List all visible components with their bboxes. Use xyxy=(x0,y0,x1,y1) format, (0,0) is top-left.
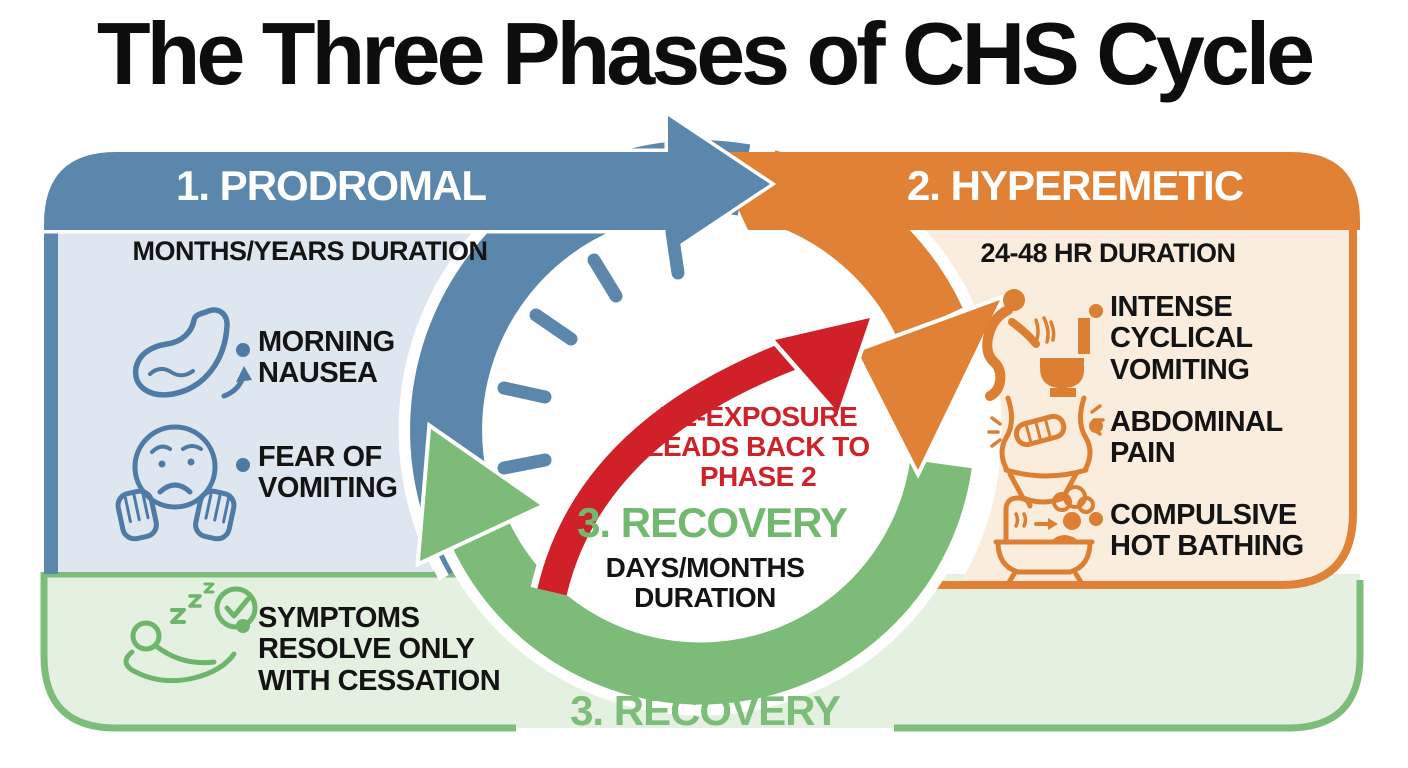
recovery-symptom-resolve: SYMPTOMS RESOLVE ONLY WITH CESSATION xyxy=(258,602,501,697)
hyperemetic-header-band xyxy=(712,152,1360,230)
hyperemetic-panel xyxy=(924,228,1353,585)
prodromal-panel xyxy=(58,228,476,572)
prodromal-symptom-morning-nausea: MORNING NAUSEA xyxy=(258,326,395,390)
worried-face-icon xyxy=(115,424,237,542)
stomach-icon xyxy=(132,307,252,399)
bullet-dot xyxy=(236,458,250,472)
page-title: The Three Phases of CHS Cycle xyxy=(96,4,1315,103)
reexposure-note: RE-EXPOSURE LEADS BACK TO PHASE 2 xyxy=(646,401,870,493)
prodromal-symptom-fear-of-vomiting: FEAR OF VOMITING xyxy=(258,441,398,505)
recovery-bottom-label: 3. RECOVERY xyxy=(570,687,841,734)
hyperemetic-symptom-vomiting: INTENSE CYCLICAL VOMITING xyxy=(1110,291,1253,386)
bullet-dot xyxy=(1089,512,1103,526)
green-cycle-arrow xyxy=(415,421,983,716)
recovery-center-label: 3. RECOVERY xyxy=(577,499,848,546)
clock-ticks-icon xyxy=(497,225,685,475)
bullet-dot xyxy=(1089,304,1103,318)
bullet-dot xyxy=(236,619,250,633)
bullet-dot xyxy=(1089,419,1103,433)
recovery-panel-border-right xyxy=(894,580,1364,732)
prodromal-header-band xyxy=(40,109,777,259)
hyperemetic-phase-label: 2. HYPEREMETIC xyxy=(906,162,1244,209)
bullet-dot xyxy=(236,343,250,357)
recovery-duration: DAYS/MONTHS DURATION xyxy=(605,552,805,614)
hyperemetic-symptom-hot-bathing: COMPULSIVE HOT BATHING xyxy=(1110,499,1304,563)
prodromal-phase-label: 1. PRODROMAL xyxy=(175,162,487,209)
prodromal-left-border xyxy=(44,224,58,574)
hyperemetic-duration: 24-48 HR DURATION xyxy=(980,238,1236,268)
vomiting-toilet-icon xyxy=(982,289,1090,401)
prodromal-duration: MONTHS/YEARS DURATION xyxy=(132,236,488,266)
hot-bath-icon xyxy=(993,485,1095,587)
abdominal-pain-icon xyxy=(987,395,1105,505)
hyperemetic-panel-border xyxy=(935,226,1357,589)
red-reexposure-arrow xyxy=(530,311,877,598)
resting-person-icon xyxy=(123,582,258,684)
recovery-panel-border-left xyxy=(40,572,516,732)
hyperemetic-symptom-abdominal-pain: ABDOMINAL PAIN xyxy=(1110,406,1283,470)
